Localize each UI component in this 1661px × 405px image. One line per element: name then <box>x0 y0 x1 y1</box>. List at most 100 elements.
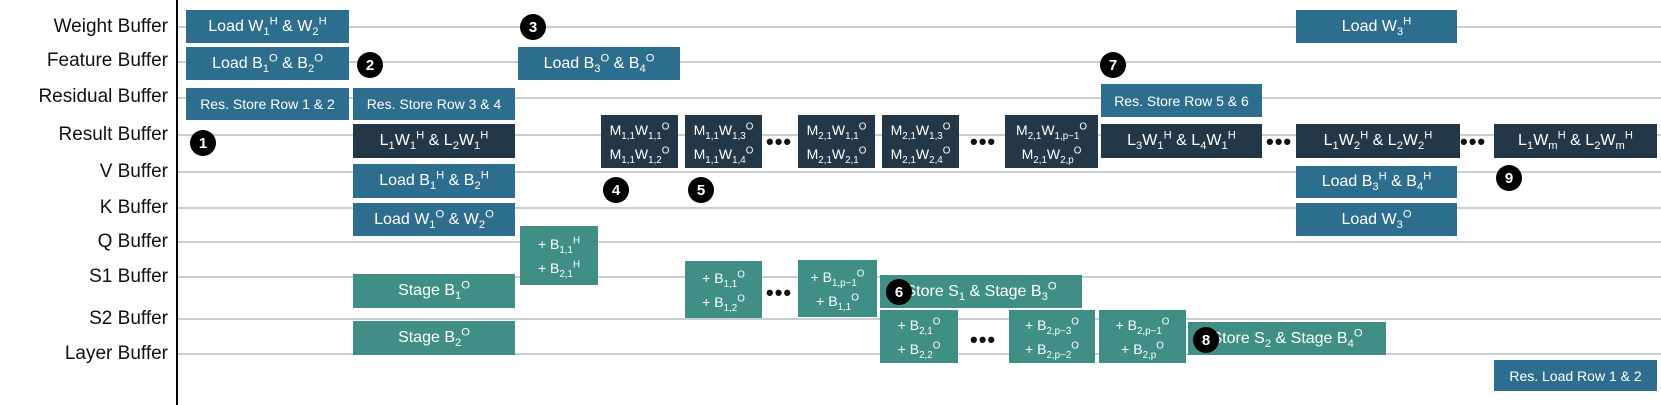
block-s1-b11-b12: + B1,1O+ B1,2O <box>685 261 762 318</box>
block-line: + B1,2O <box>702 292 745 314</box>
row-label-feature-buffer: Feature Buffer <box>46 50 168 71</box>
block-load-b1o-b2o: Load B1O & B2O <box>186 47 349 80</box>
block-line: M2,1W1,1O <box>806 120 867 142</box>
row-label-k-buffer: K Buffer <box>99 197 168 218</box>
block-line: L1WmH & L2WmH <box>1518 129 1633 153</box>
block-q-b11-b21: + B1,1H+ B2,1H <box>520 226 598 285</box>
step-marker-9: 9 <box>1496 165 1522 191</box>
block-line: L3W1H & L4W1H <box>1127 129 1236 153</box>
block-line: M2,1W1,p−1O <box>1016 120 1087 142</box>
s1-buffer-ellipsis: ••• <box>766 280 793 305</box>
step-marker-6: 6 <box>886 279 912 305</box>
block-store-s1-stage-b3o: Store S1 & Stage B3O <box>880 275 1082 308</box>
lane-v-buffer <box>178 171 1661 173</box>
block-line: M2,1W2,pO <box>1021 144 1082 166</box>
lane-feature-buffer <box>178 61 1661 63</box>
block-line: M1,1W1,1O <box>609 120 670 142</box>
block-store-s2-stage-b4o: Store S2 & Stage B4O <box>1188 322 1386 355</box>
block-line: + B2,1O <box>897 315 941 337</box>
block-load-w1o-w2o: Load W1O & W2O <box>353 203 515 236</box>
block-load-b3h-b4h: Load B3H & B4H <box>1296 166 1457 198</box>
block-line: M1,1W1,2O <box>609 144 670 166</box>
block-line: Stage B2O <box>398 326 470 350</box>
block-s2-b21-b22: + B2,1O+ B2,2O <box>880 310 958 363</box>
block-line: Load B3O & B4O <box>543 52 655 75</box>
block-line: + B2,p−3O <box>1025 315 1079 337</box>
lane-residual-buffer <box>178 97 1661 99</box>
block-line: Res. Load Row 1 & 2 <box>1509 367 1642 384</box>
block-s1-b1p-b11: + B1,p−1O+ B1,1O <box>798 260 877 317</box>
block-line: + B2,p−1O <box>1115 315 1170 337</box>
result-buffer-ellipsis-3: ••• <box>1266 129 1293 154</box>
block-l3w1h-l4w1h: L3W1H & L4W1H <box>1101 124 1262 158</box>
block-line: M2,1W1,3O <box>890 120 951 142</box>
row-label-residual-buffer: Residual Buffer <box>38 86 168 107</box>
block-line: + B1,p−1O <box>810 267 865 289</box>
block-line: Store S1 & Stage B3O <box>905 280 1057 303</box>
block-s2-b2p3-b2p2: + B2,p−3O+ B2,p−2O <box>1009 310 1095 363</box>
block-line: Load W3O <box>1341 208 1412 231</box>
row-label-s2-buffer: S2 Buffer <box>89 308 168 329</box>
s2-buffer-ellipsis: ••• <box>970 327 997 352</box>
block-l1w1h-l2w1h: L1W1H & L2W1H <box>353 124 515 158</box>
block-line: Res. Store Row 5 & 6 <box>1114 92 1249 109</box>
block-line: Res. Store Row 3 & 4 <box>366 96 502 112</box>
step-marker-1: 1 <box>190 130 216 156</box>
block-load-w1h-w2h: Load W1H & W2H <box>186 10 349 43</box>
block-line: + B1,1O <box>702 268 745 290</box>
block-line: Load B1O & B2O <box>212 52 323 75</box>
block-line: Store S2 & Stage B4O <box>1211 327 1363 350</box>
block-line: M2,1W2,1O <box>806 144 867 166</box>
row-label-v-buffer: V Buffer <box>99 161 168 182</box>
block-line: + B1,1O <box>816 291 859 313</box>
block-line: Load B1H & B2H <box>379 169 489 193</box>
block-res-store-row-3-4: Res. Store Row 3 & 4 <box>353 88 515 120</box>
block-line: M1,1W1,3O <box>693 120 754 142</box>
row-label-layer-buffer: Layer Buffer <box>64 343 168 364</box>
step-marker-2: 2 <box>357 52 383 78</box>
time-axis <box>176 0 178 405</box>
step-marker-4: 4 <box>603 177 629 203</box>
block-line: + B2,2O <box>897 339 941 361</box>
block-line: Stage B1O <box>398 279 470 303</box>
step-marker-7: 7 <box>1100 52 1126 78</box>
block-line: + B1,1H <box>537 234 581 256</box>
result-buffer-ellipsis-2: ••• <box>970 129 997 154</box>
block-s2-b2p1-b2p: + B2,p−1O+ B2,pO <box>1099 310 1186 363</box>
row-label-q-buffer: Q Buffer <box>97 231 168 252</box>
step-marker-5: 5 <box>688 177 714 203</box>
block-line: + B2,pO <box>1121 339 1164 361</box>
block-load-b1h-b2h: Load B1H & B2H <box>353 164 515 198</box>
step-marker-3: 3 <box>520 14 546 40</box>
row-label-weight-buffer: Weight Buffer <box>53 16 168 37</box>
block-l1w2h-l2w2h: L1W2H & L2W2H <box>1296 124 1460 158</box>
block-line: Load W1O & W2O <box>374 208 494 231</box>
block-line: Load B3H & B4H <box>1321 170 1432 194</box>
block-line: M2,1W2,4O <box>890 144 951 166</box>
block-stage-b1o: Stage B1O <box>353 274 515 308</box>
block-res-load-row-1-2: Res. Load Row 1 & 2 <box>1494 360 1657 391</box>
lane-k-buffer <box>178 207 1661 209</box>
block-line: M1,1W1,4O <box>693 144 754 166</box>
block-l1wm-l2wm: L1WmH & L2WmH <box>1494 124 1657 158</box>
lane-q-buffer <box>178 241 1661 243</box>
block-res-store-row-1-2: Res. Store Row 1 & 2 <box>186 88 349 120</box>
block-load-w3o: Load W3O <box>1296 203 1457 236</box>
result-buffer-ellipsis-1: ••• <box>766 129 793 154</box>
block-line: + B2,1H <box>537 258 581 280</box>
block-res-store-row-5-6: Res. Store Row 5 & 6 <box>1101 84 1262 117</box>
row-label-s1-buffer: S1 Buffer <box>89 266 168 287</box>
lane-weight-buffer <box>178 26 1661 28</box>
block-load-b3o-b4o: Load B3O & B4O <box>518 47 680 80</box>
block-line: Res. Store Row 1 & 2 <box>200 96 335 112</box>
block-line: L1W2H & L2W2H <box>1323 129 1433 153</box>
block-line: Load W3H <box>1341 15 1412 38</box>
block-line: L1W1H & L2W1H <box>379 129 489 153</box>
block-stage-b2o: Stage B2O <box>353 321 515 355</box>
block-line: Load W1H & W2H <box>208 15 327 38</box>
